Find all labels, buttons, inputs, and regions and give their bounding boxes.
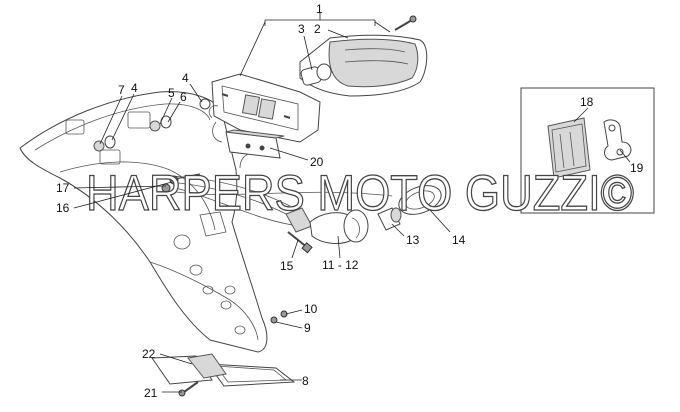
callout-labels: 1 2 3 4 5 6 7 4 8 9 10 11 - 12 13 14 15 … [56,2,644,400]
license-plate-light [151,310,296,397]
watermark-text: HARPERS MOTO GUZZI© [86,165,634,221]
bulb-socket [377,207,402,231]
callout-14: 14 [452,233,466,247]
callout-13: 13 [406,233,420,247]
turn-signal [285,207,369,244]
callout-16: 16 [56,201,70,215]
callout-20: 20 [310,155,324,169]
callout-17: 17 [56,181,70,195]
callout-4-left: 4 [131,81,138,95]
leader-lines [73,12,631,393]
callout-10: 10 [304,302,318,316]
callout-8: 8 [302,374,309,388]
callout-9: 9 [304,321,311,335]
callout-21: 21 [144,386,158,400]
callout-3: 3 [298,22,305,36]
callout-1: 1 [316,2,323,16]
callout-18: 18 [580,95,594,109]
callout-2: 2 [314,22,321,36]
tail-light-lens [299,34,428,97]
connector-block [208,105,285,159]
callout-15: 15 [280,259,294,273]
callout-19: 19 [630,161,644,175]
callout-6: 6 [180,90,187,104]
mount-bolt [287,231,313,254]
callout-4-right: 4 [182,71,189,85]
callout-11-12: 11 - 12 [322,258,359,272]
lens-screw [394,15,417,31]
bulb [300,63,332,86]
callout-7: 7 [118,83,125,97]
rear-mudguard [19,91,268,353]
fasteners [93,98,211,193]
tail-light-housing [211,73,321,143]
lens-ring [398,185,442,215]
callout-5: 5 [168,86,175,100]
callout-22: 22 [142,347,156,361]
